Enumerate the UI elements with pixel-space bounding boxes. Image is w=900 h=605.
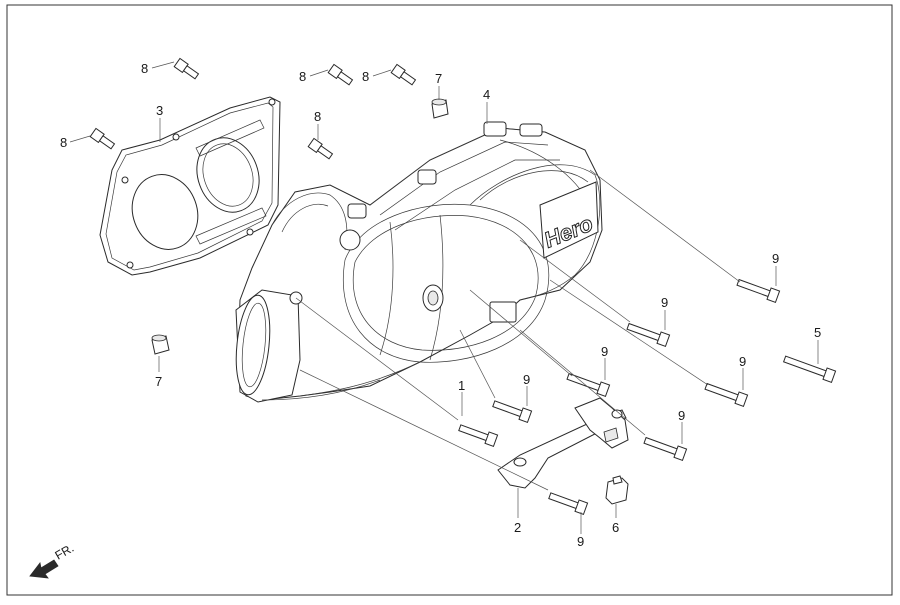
alignment-lines	[69, 61, 819, 534]
gasket-part-3	[99, 96, 281, 276]
bolt-5	[782, 355, 837, 384]
callout-1: 1	[458, 378, 465, 393]
crankcase-cover-part-4	[235, 121, 603, 403]
callout-2: 2	[514, 520, 521, 535]
bolt-9-a	[736, 278, 781, 304]
callout-9: 9	[739, 354, 746, 369]
callout-9: 9	[661, 295, 668, 310]
bolt-9-f	[643, 436, 688, 462]
callout-7: 7	[435, 71, 442, 86]
bolt-9-g	[548, 492, 589, 516]
callout-8: 8	[314, 109, 321, 124]
dowel-pin-lower	[151, 334, 170, 355]
bolt-8-c	[390, 63, 417, 86]
bolt-8-d	[89, 127, 116, 150]
callout-labels: 8 8 8 8 8 3 7 4 7 9 9 9 9 9 9 9 1 5 2 6	[60, 61, 821, 549]
diagram-frame	[6, 4, 893, 596]
callout-9: 9	[601, 344, 608, 359]
bolt-1	[458, 424, 499, 448]
dowel-pin-upper	[431, 98, 449, 119]
callout-8: 8	[299, 69, 306, 84]
bolt-9-e	[492, 400, 533, 424]
bolt-9-b	[626, 322, 671, 348]
callout-9: 9	[577, 534, 584, 549]
callout-8: 8	[362, 69, 369, 84]
bolt-9-c	[566, 372, 611, 398]
cover-logo-plate: Hero	[539, 181, 599, 259]
callout-4: 4	[483, 87, 490, 102]
callout-8: 8	[141, 61, 148, 76]
bracket-part-2	[497, 397, 629, 489]
callout-9: 9	[772, 251, 779, 266]
callout-3: 3	[156, 103, 163, 118]
callout-8: 8	[60, 135, 67, 150]
bolt-8-b	[327, 63, 354, 86]
nut-part-6	[605, 475, 629, 505]
callout-6: 6	[612, 520, 619, 535]
callout-9: 9	[678, 408, 685, 423]
bolt-9-d	[704, 382, 749, 408]
callout-9: 9	[523, 372, 530, 387]
front-direction-marker: FR.	[29, 541, 77, 579]
front-arrow-icon	[29, 559, 59, 579]
callout-7: 7	[155, 374, 162, 389]
callout-5: 5	[814, 325, 821, 340]
front-label: FR.	[53, 541, 77, 563]
bolt-8-e	[307, 137, 334, 160]
bolt-8-a	[173, 57, 200, 80]
